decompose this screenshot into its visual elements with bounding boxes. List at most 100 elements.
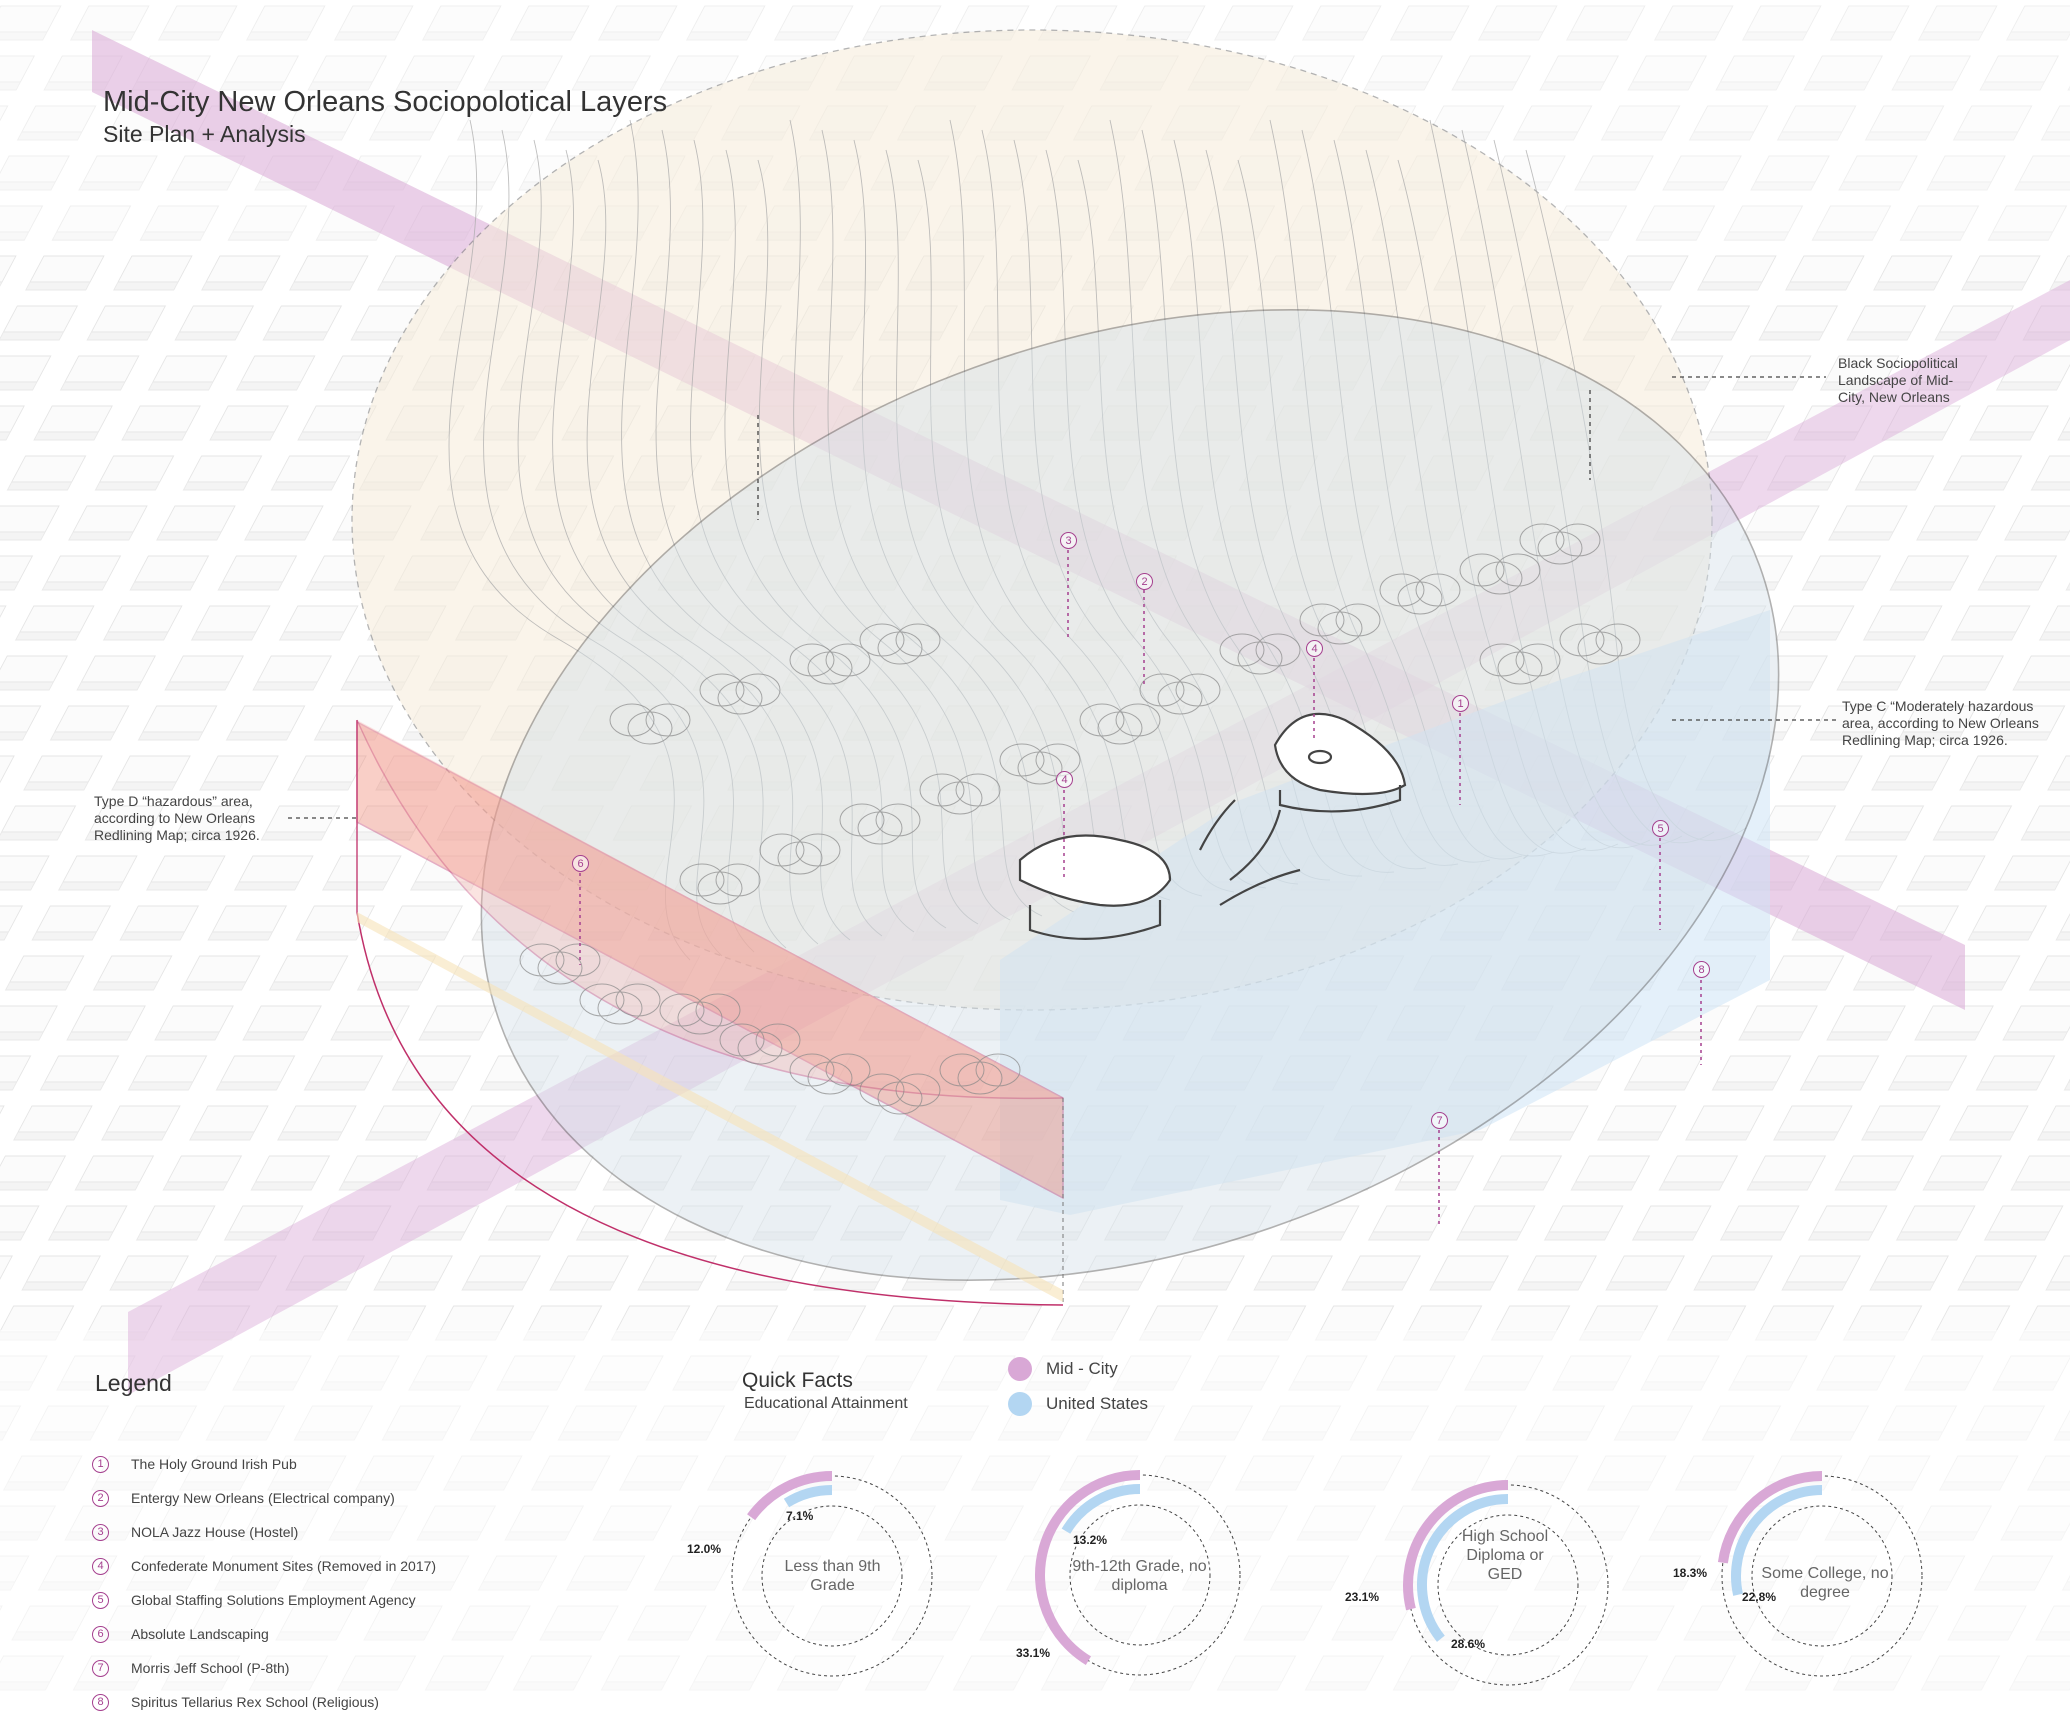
- marker-stems: [579, 550, 1702, 1225]
- map-marker-8: 8: [1693, 961, 1710, 978]
- legend-item-label: Global Staffing Solutions Employment Age…: [131, 1592, 416, 1608]
- map-marker-3: 3: [1060, 532, 1077, 549]
- tree: [597, 991, 643, 1025]
- tree: [955, 773, 1001, 807]
- tree: [777, 841, 823, 875]
- tree: [825, 643, 871, 677]
- contour-line: [821, 129, 1043, 917]
- tree: [1477, 561, 1523, 595]
- legend-item-label: Absolute Landscaping: [131, 1626, 269, 1642]
- map-marker-2: 2: [1136, 573, 1153, 590]
- legend-item: 4 Confederate Monument Sites (Removed in …: [92, 1549, 436, 1583]
- tree: [895, 623, 941, 657]
- tree: [1097, 711, 1143, 745]
- legend-number-badge: 8: [92, 1693, 109, 1711]
- tree: [1017, 751, 1063, 785]
- tree: [615, 983, 661, 1017]
- tree: [697, 871, 743, 905]
- tree-canopy: [519, 523, 1641, 1115]
- tree: [1497, 651, 1543, 685]
- tree: [839, 803, 885, 837]
- page-title: Mid-City New Orleans Sociopolotical Laye…: [103, 86, 668, 118]
- contour-line: [483, 129, 723, 957]
- contour-line: [981, 129, 1203, 897]
- contour-line: [552, 149, 787, 949]
- annotation-leaders: [288, 376, 1836, 819]
- pct-less-9th-mid-city: 12.0%: [687, 1542, 722, 1556]
- quick-facts-title: Quick Facts: [742, 1369, 853, 1392]
- tree: [1537, 531, 1583, 565]
- proposed-structures: [1018, 712, 1407, 940]
- legend-number-badge: 7: [92, 1659, 109, 1677]
- contour-line: [724, 149, 947, 929]
- tree: [679, 863, 725, 897]
- tree: [1139, 673, 1185, 707]
- tree: [1335, 603, 1381, 637]
- tree: [895, 1073, 941, 1107]
- tree: [1379, 573, 1425, 607]
- key-united-states: United States: [1008, 1392, 1148, 1416]
- legend-title: Legend: [95, 1370, 172, 1396]
- map-marker-6: 6: [572, 855, 589, 872]
- tree: [1577, 631, 1623, 665]
- tree: [1079, 703, 1125, 737]
- tree: [645, 703, 691, 737]
- tree: [1219, 633, 1265, 667]
- contour-line: [690, 139, 915, 933]
- tree: [825, 1053, 871, 1087]
- contour-line: [448, 119, 691, 961]
- type-d-hazard-arc-lower: [356, 911, 1064, 1306]
- tree: [699, 673, 745, 707]
- tree: [735, 673, 781, 707]
- tree: [1237, 641, 1283, 675]
- site-ellipse: [480, 309, 1780, 1281]
- tree: [877, 631, 923, 665]
- tree: [519, 943, 565, 977]
- tree: [677, 1001, 723, 1035]
- tree: [715, 863, 761, 897]
- note-type-c: Type C “Moderately hazardous area, accor…: [1842, 698, 2039, 748]
- contour-line: [586, 159, 819, 945]
- tree: [1459, 553, 1505, 587]
- pct-9th-12th-us: 13.2%: [1073, 1533, 1108, 1547]
- tree: [1555, 523, 1601, 557]
- legend-number-badge: 6: [92, 1625, 109, 1643]
- tree: [875, 803, 921, 837]
- key-mid-city: Mid - City: [1008, 1357, 1118, 1381]
- tree: [975, 1053, 1021, 1087]
- tree: [937, 781, 983, 815]
- legend-item-label: Confederate Monument Sites (Removed in 2…: [131, 1558, 437, 1574]
- tree: [555, 943, 601, 977]
- key-mid-city-label: Mid - City: [1046, 1359, 1118, 1378]
- tree: [795, 833, 841, 867]
- contour-line: [655, 129, 883, 937]
- tree: [939, 1053, 985, 1087]
- map-marker-1: 1: [1452, 695, 1469, 712]
- tree: [919, 773, 965, 807]
- tree: [1495, 553, 1541, 587]
- legend-number-badge: 4: [92, 1557, 109, 1575]
- pct-some-college-us: 22.8%: [1742, 1590, 1777, 1604]
- pct-some-college-mid-city: 18.3%: [1673, 1566, 1708, 1580]
- legend-number-badge: 3: [92, 1523, 109, 1541]
- ring-label-some-college: Some College, no degree: [1761, 1565, 1889, 1601]
- pct-less-9th-us: 7.1%: [786, 1509, 814, 1523]
- legend-item-label: Morris Jeff School (P-8th): [131, 1660, 290, 1676]
- key-united-states-label: United States: [1046, 1394, 1149, 1413]
- ring-label-9th-12th: 9th-12th Grade, no diploma: [1072, 1558, 1207, 1594]
- tree: [957, 1061, 1003, 1095]
- tree: [1115, 703, 1161, 737]
- contour-line: [757, 159, 979, 925]
- legend-item: 7 Morris Jeff School (P-8th): [92, 1651, 436, 1685]
- tree: [859, 1073, 905, 1107]
- tree: [1175, 673, 1221, 707]
- ring-label-less-than-9th: Less than 9th Grade: [784, 1558, 881, 1594]
- legend-item-label: Entergy New Orleans (Electrical company): [131, 1490, 395, 1506]
- tree: [737, 1031, 783, 1065]
